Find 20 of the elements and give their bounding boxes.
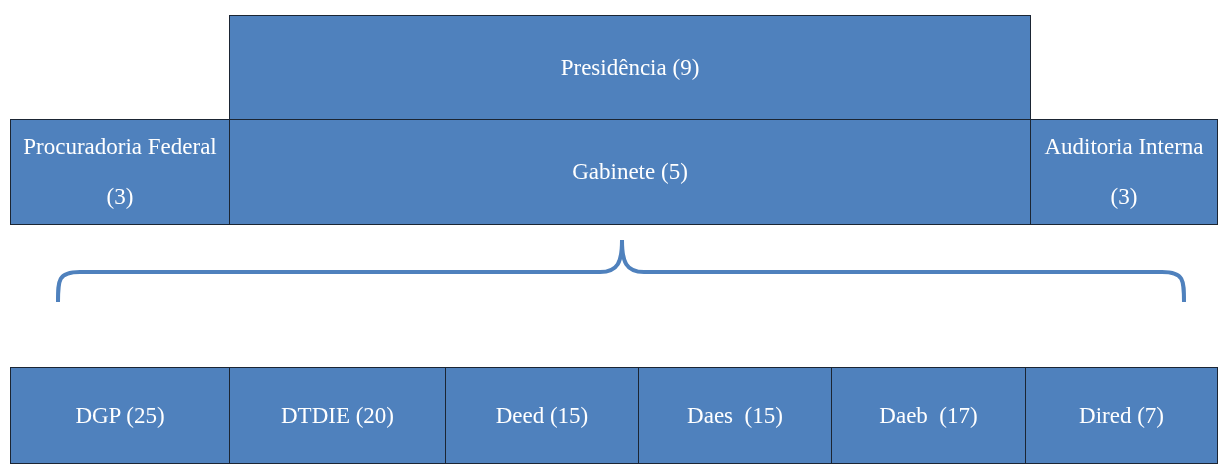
org-box bbox=[229, 15, 1031, 120]
box-label: Presidência (9) bbox=[560, 53, 700, 82]
department-box bbox=[638, 367, 832, 464]
box-label: DGP (25) bbox=[75, 401, 165, 430]
org-box bbox=[229, 119, 1031, 225]
box-label: Daeb (17) bbox=[879, 401, 978, 430]
box-label: Auditoria Interna (3) bbox=[1043, 133, 1205, 211]
department-box bbox=[1025, 367, 1218, 464]
department-box bbox=[229, 367, 446, 464]
box-label: Dired (7) bbox=[1079, 401, 1164, 430]
department-box bbox=[10, 367, 230, 464]
org-box bbox=[10, 119, 230, 225]
box-label: Daes (15) bbox=[687, 401, 783, 430]
org-box bbox=[1030, 119, 1218, 225]
box-label: Deed (15) bbox=[495, 401, 589, 430]
box-label: DTDIE (20) bbox=[280, 401, 394, 430]
box-label: Gabinete (5) bbox=[572, 158, 688, 186]
department-box bbox=[445, 367, 639, 464]
department-box bbox=[831, 367, 1026, 464]
box-label: Procuradoria Federal (3) bbox=[22, 133, 218, 211]
